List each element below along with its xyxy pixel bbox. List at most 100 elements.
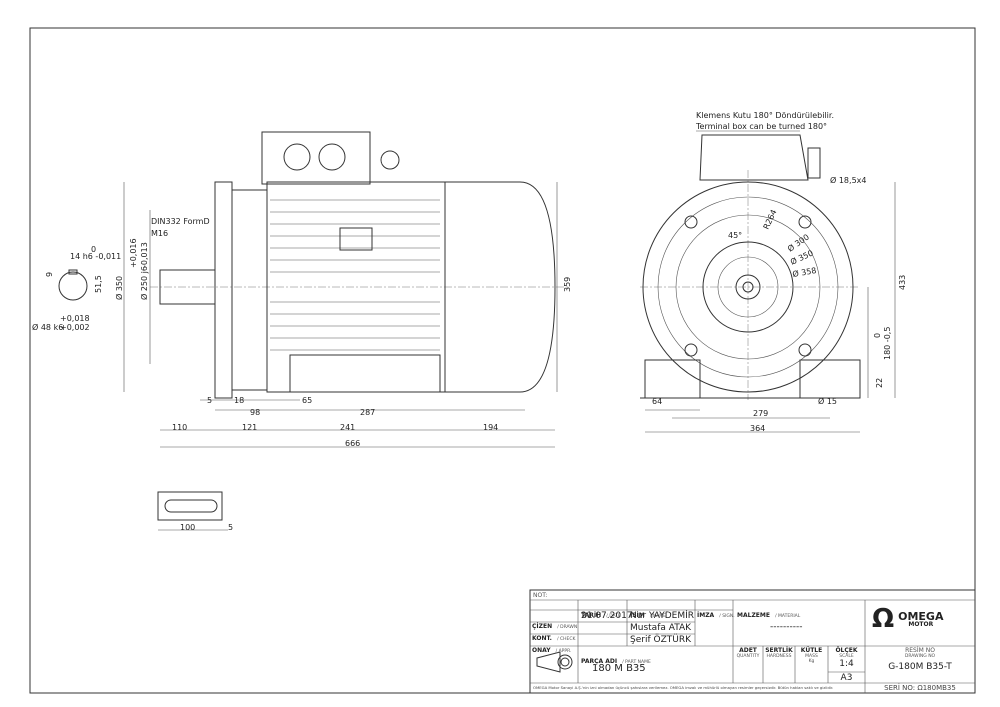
dimension-label: 51,5 xyxy=(94,275,103,293)
dimension-label: Terminal box can be turned 180° xyxy=(695,122,827,131)
terminal-box xyxy=(699,134,809,181)
dimension-label: 194 xyxy=(483,423,498,432)
material-value: ---------- xyxy=(770,622,803,632)
dimension-label: 100 xyxy=(180,523,195,532)
dimension-label: 65 xyxy=(302,396,312,405)
drawing-border xyxy=(29,27,976,694)
dimension-label: M16 xyxy=(151,229,168,238)
dimension-label: 364 xyxy=(750,424,765,433)
dimension-label: 433 xyxy=(898,275,907,290)
title-block-grid xyxy=(529,589,976,694)
note-label: NOT: xyxy=(533,592,548,599)
dimension-label: 241 xyxy=(340,423,355,432)
dimension-label: DIN332 FormD xyxy=(151,217,210,226)
dimension-label: Ø 358 xyxy=(792,265,817,279)
dimension-label: 22 xyxy=(875,378,884,388)
foot xyxy=(799,359,861,399)
dimension-label: 666 xyxy=(345,439,360,448)
lifting-eye xyxy=(380,150,400,170)
drawing-line xyxy=(684,215,698,229)
foot xyxy=(644,359,701,399)
drawing-line xyxy=(657,196,839,378)
dimension-label: Ø 48 k6 xyxy=(32,322,63,332)
drawing-line xyxy=(339,227,373,251)
material-header: MALZEME / MATERIAL xyxy=(737,612,801,619)
dimension-label: Ø 250 j6 xyxy=(139,266,149,300)
drawing-line xyxy=(675,214,821,360)
drawing-line xyxy=(164,499,218,513)
dimension-label: -0,013 xyxy=(140,242,149,268)
drawing-line xyxy=(717,256,779,318)
flange xyxy=(214,181,233,399)
drawing-line xyxy=(58,271,88,301)
dimension-label: +0,016 xyxy=(129,238,138,268)
name-header: İSİM / NAME xyxy=(630,612,666,619)
drawing-line xyxy=(68,269,78,275)
cooling-fins xyxy=(270,199,440,351)
drawing-line xyxy=(735,274,761,300)
shaft-detail: 100 5 xyxy=(157,491,233,532)
motor-body xyxy=(266,181,556,393)
dimension-label: 64 xyxy=(652,397,662,406)
dimension-label: 45° xyxy=(728,231,742,240)
terminal-box xyxy=(261,131,371,185)
serial-number: SERİ NO: Ω180MB35 xyxy=(884,684,956,692)
omega-icon: Ω xyxy=(872,604,895,634)
dimension-label: 14 h6 -0,011 xyxy=(70,252,121,261)
foot xyxy=(289,354,441,393)
drawing-line xyxy=(157,491,223,521)
drawing-line xyxy=(798,215,812,229)
drawn-name: Nur YAYDEMİR xyxy=(630,611,695,621)
cable-gland xyxy=(283,143,311,171)
drawing-line xyxy=(684,343,698,357)
dimension-label: 359 xyxy=(563,277,572,292)
approve-label: ONAY / APPR. xyxy=(532,647,572,654)
drawing-line xyxy=(702,241,794,333)
date-header: TARİH / DATE xyxy=(581,612,621,619)
dimension-label: 287 xyxy=(360,408,375,417)
dimension-label: Klemens Kutu 180° Döndürülebilir. xyxy=(696,111,834,120)
sign-header: İMZA / SIGN. xyxy=(697,612,735,619)
drawn-label: ÇİZEN / DRAWN xyxy=(532,623,578,630)
paper-size: A3 xyxy=(840,673,853,683)
dimension-label: Ø 350 xyxy=(114,276,124,300)
drawing-line xyxy=(798,343,812,357)
dimension-label: 121 xyxy=(242,423,257,432)
drawing-line xyxy=(231,189,268,391)
dimension-label: Ø 18,5x4 xyxy=(830,175,866,185)
drawing-line xyxy=(557,654,573,670)
dimension-label: 279 xyxy=(753,409,768,418)
dimension-label: Ø 15 xyxy=(818,396,837,406)
dimension-label: 0 xyxy=(91,245,96,254)
dimension-label: +0,002 xyxy=(60,323,90,332)
dimension-label: 5 xyxy=(207,396,212,405)
omega-logo: Ω OMEGA MOTOR xyxy=(872,604,944,634)
approve-name: Şerif ÖZTÜRK xyxy=(630,635,691,645)
cable-gland xyxy=(318,143,346,171)
shaft-section: 0 14 h6 -0,011 9 51,5 +0,018 Ø 48 k6 +0,… xyxy=(32,245,121,332)
dimension-label: 9 xyxy=(45,272,54,277)
check-label: KONT. / CHECK xyxy=(532,635,576,642)
projection-symbol xyxy=(536,651,561,673)
check-name: Mustafa ATAK xyxy=(630,623,692,633)
dimension-label: 0 xyxy=(873,333,882,338)
dimension-label: 98 xyxy=(250,408,260,417)
side-view: DIN332 FormD M16 Ø 350 Ø 250 j6 +0,016 -… xyxy=(114,131,572,448)
drawing-line xyxy=(560,657,570,667)
dimension-label: 5 xyxy=(228,523,233,532)
dimension-label: 18 xyxy=(234,396,244,405)
dimension-label: 110 xyxy=(172,423,187,432)
dimension-label: 180 -0,5 xyxy=(883,327,892,360)
dimension-label: R264 xyxy=(762,208,779,231)
drawing-line xyxy=(642,181,854,393)
drawing-line xyxy=(742,281,754,293)
part-name-label: PARÇA ADI / PART NAME xyxy=(581,658,651,665)
copyright-footer: OMEGA Motor Sanayi A.Ş.'nin izni olmadan… xyxy=(533,685,834,690)
dimension-label: +0,018 xyxy=(60,314,90,323)
end-view: Klemens Kutu 180° Döndürülebilir. Termin… xyxy=(640,111,907,433)
